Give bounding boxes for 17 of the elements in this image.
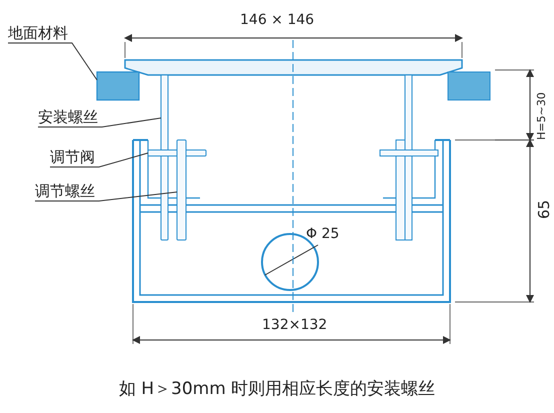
adjusting-screw — [176, 140, 186, 240]
dimension-label: H=5~30 — [534, 92, 549, 140]
dimension-label: 146 × 146 — [240, 12, 314, 28]
part-label: 调节螺丝 — [35, 182, 95, 200]
dimension-label: 65 — [536, 200, 552, 219]
part-label: 地面材料 — [8, 24, 68, 42]
part-label: 调节阀 — [50, 148, 95, 166]
mounting-screw — [160, 74, 168, 240]
leader-line — [8, 42, 98, 80]
dimension-label: Φ 25 — [306, 226, 340, 242]
leader-line — [34, 192, 178, 202]
dimension-label: 132×132 — [262, 317, 328, 333]
floor-material-block — [96, 71, 140, 101]
leader-line — [38, 118, 162, 128]
caption: 如 H＞30mm 时则用相应长度的安装螺丝 — [118, 379, 436, 399]
leader-line — [50, 152, 148, 168]
part-label: 安装螺丝 — [38, 108, 98, 126]
